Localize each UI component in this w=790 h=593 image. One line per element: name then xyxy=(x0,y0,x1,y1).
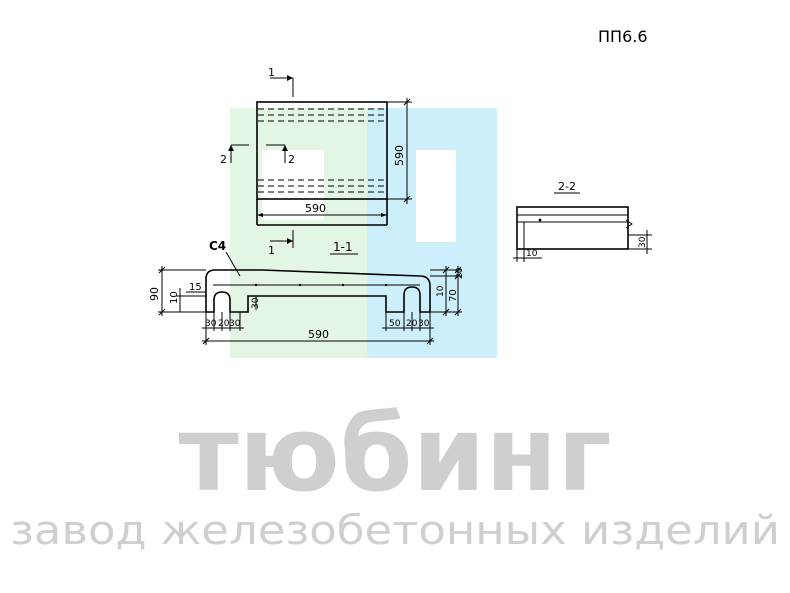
section-2-2-title: 2-2 xyxy=(558,180,576,193)
watermark-brand: тюбинг xyxy=(178,393,611,515)
watermark-logo-cutout xyxy=(262,150,324,220)
watermark-logo-green-block xyxy=(230,108,367,358)
section-1-1-bottom-left-1: 30 xyxy=(205,319,217,329)
section-1-1: C4 1-1 90 10 15 30 20 xyxy=(148,239,465,345)
watermark-logo-cutout xyxy=(416,150,456,242)
section-2-2: 2-2 30 10 xyxy=(513,180,652,262)
section-1-1-callout: C4 xyxy=(209,239,226,253)
section-1-1-bottom-right-2: 20 xyxy=(406,319,418,329)
plan-width-dim: 590 xyxy=(305,202,326,215)
section-1-1-profile xyxy=(205,269,431,313)
section-mark-1-bottom: 1 xyxy=(268,244,275,257)
section-mark-1-top: 1 xyxy=(268,66,275,79)
plan-height-dim: 590 xyxy=(393,145,406,166)
section-2-2-outline xyxy=(516,206,629,250)
section-mark-2-right: 2 xyxy=(288,153,295,166)
section-1-1-top-right: 20 xyxy=(455,267,465,279)
section-1-1-title: 1-1 xyxy=(333,240,353,254)
section-1-1-overall-width: 590 xyxy=(308,328,329,341)
drawing-code: ПП6.6 xyxy=(598,27,648,46)
section-1-1-bottom-right-1: 50 xyxy=(389,319,401,329)
section-1-1-center-30: 30 xyxy=(251,297,261,309)
plan-view: 1 1 2 2 590 590 xyxy=(220,66,412,257)
section-1-1-offset-15: 15 xyxy=(189,282,202,293)
section-1-1-right-inner: 10 xyxy=(436,285,446,297)
section-1-1-height-total: 90 xyxy=(148,287,161,301)
watermark-tagline: завод железобетонных изделий xyxy=(10,508,780,554)
plan-outline xyxy=(256,101,388,200)
section-1-1-bottom-right-3: 30 xyxy=(418,319,430,329)
section-1-1-height-left-inner: 10 xyxy=(169,291,180,304)
watermark-logo xyxy=(230,108,497,358)
section-1-1-height-right: 70 xyxy=(448,289,459,302)
section-2-2-dim-bottom: 10 xyxy=(526,249,538,259)
section-1-1-bottom-left-2: 20 xyxy=(218,319,230,329)
section-2-2-dim-height: 30 xyxy=(638,236,648,248)
section-mark-2-left: 2 xyxy=(220,153,227,166)
section-1-1-bottom-left-3: 30 xyxy=(229,319,241,329)
